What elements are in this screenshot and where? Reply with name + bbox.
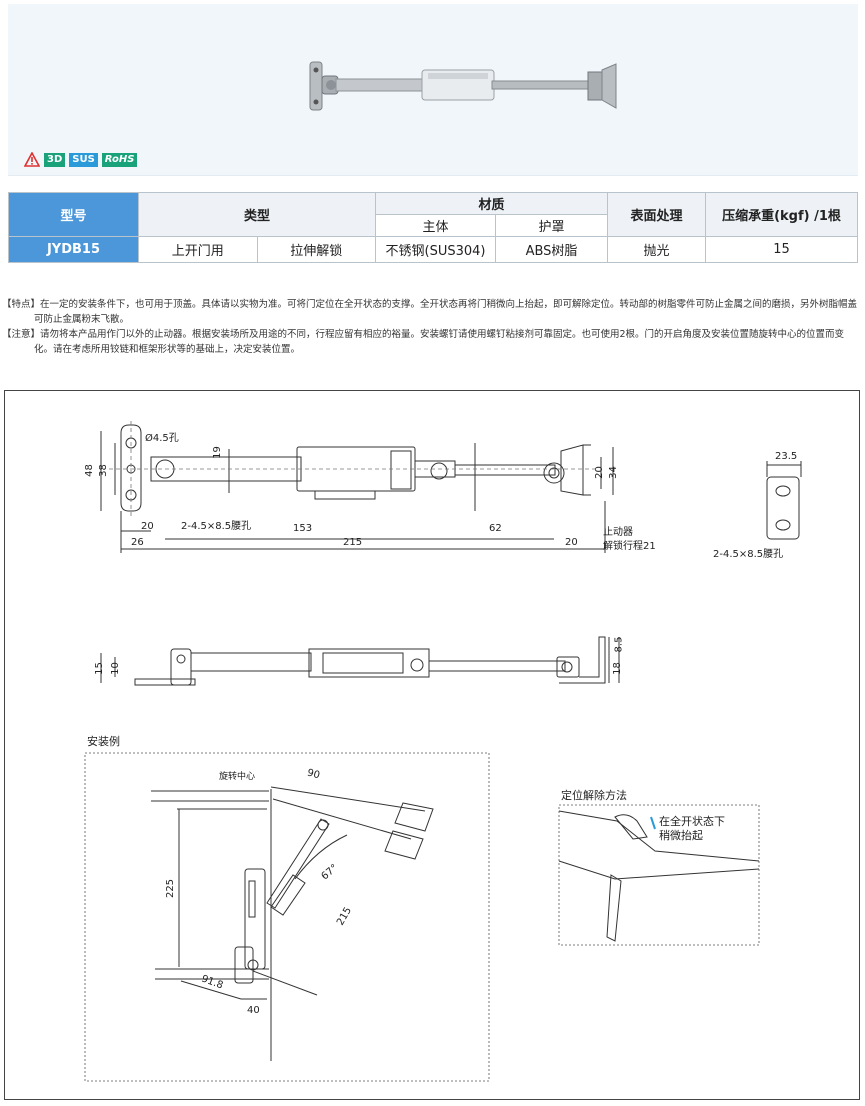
technical-drawing: Ø4.5孔 2-4.5×8.5腰孔 止动器 解锁行程21 48 38 19 20… xyxy=(4,390,860,1100)
cell-body: 不锈钢(SUS304) xyxy=(375,236,496,263)
cell-type1: 上开门用 xyxy=(138,236,258,263)
hole-label: Ø4.5孔 xyxy=(145,433,179,444)
badge-row: 3D SUS RoHS xyxy=(24,152,138,167)
cell-cover: ABS树脂 xyxy=(495,236,608,263)
pivot-label: 旋转中心 xyxy=(219,772,256,782)
dim-23-5: 23.5 xyxy=(775,451,798,462)
feature-note: 【特点】在一定的安装条件下，也可用于顶盖。具体请以实物为准。可将门定位在全开状态… xyxy=(2,299,858,325)
cell-model: JYDB15 xyxy=(8,236,139,263)
dim-15: 15 xyxy=(93,662,105,675)
badge-3d: 3D xyxy=(44,152,66,167)
th-model: 型号 xyxy=(8,192,139,237)
dim-20c: 20 xyxy=(593,466,605,479)
dim-8-5: 8.5 xyxy=(613,636,625,653)
product-photo xyxy=(309,61,617,111)
dim-10: 10 xyxy=(109,662,121,675)
dim-19: 19 xyxy=(211,446,223,459)
slot-label: 2-4.5×8.5腰孔 xyxy=(181,521,252,532)
th-material: 材质 xyxy=(375,192,608,215)
cell-surface: 抛光 xyxy=(607,236,706,263)
release-line2: 稍微抬起 xyxy=(659,829,703,842)
dim-26: 26 xyxy=(131,537,144,548)
badge-rohs: RoHS xyxy=(101,152,138,167)
example-title: 安装例 xyxy=(87,735,120,748)
dim-62: 62 xyxy=(489,523,502,534)
drawing-lines xyxy=(84,421,802,1082)
dim-40: 40 xyxy=(247,1005,260,1016)
th-surface: 表面处理 xyxy=(607,192,706,237)
dim-48: 48 xyxy=(83,464,95,477)
release-line1: 在全开状态下 xyxy=(659,815,725,828)
dim-153: 153 xyxy=(293,523,313,534)
warning-icon xyxy=(24,152,40,167)
dim-34: 34 xyxy=(607,466,619,479)
dim-38: 38 xyxy=(97,464,109,477)
th-type: 类型 xyxy=(138,192,376,237)
dim-215: 215 xyxy=(343,537,363,548)
caution-note: 【注意】请勿将本产品用作门以外的止动器。根据安装场所及用途的不同，行程应留有相应… xyxy=(2,329,845,355)
th-load: 压缩承重(kgf) /1根 xyxy=(705,192,858,237)
dim-18: 18 xyxy=(611,662,623,675)
table-row: JYDB15 上开门用 拉伸解锁 不锈钢(SUS304) ABS树脂 抛光 15 xyxy=(8,236,858,263)
product-image-panel: 3D SUS RoHS xyxy=(8,4,858,176)
th-cover: 护罩 xyxy=(495,214,608,237)
badge-sus: SUS xyxy=(69,152,98,167)
notes: 【特点】在一定的安装条件下，也可用于顶盖。具体请以实物为准。可将门定位在全开状态… xyxy=(2,297,860,357)
th-body: 主体 xyxy=(375,214,496,237)
dim-20a: 20 xyxy=(141,521,154,532)
cell-type2: 拉伸解锁 xyxy=(256,236,376,263)
dim-20b: 20 xyxy=(565,537,578,548)
spec-table: 型号 类型 材质 表面处理 压缩承重(kgf) /1根 主体 护罩 JYDB15… xyxy=(8,192,858,263)
stopper-label: 止动器 xyxy=(603,527,633,538)
dim-225: 225 xyxy=(165,878,177,899)
unlock-stroke-label: 解锁行程21 xyxy=(603,541,656,552)
release-title: 定位解除方法 xyxy=(561,789,627,802)
slot-label-side: 2-4.5×8.5腰孔 xyxy=(713,549,784,560)
cell-load: 15 xyxy=(705,236,858,263)
